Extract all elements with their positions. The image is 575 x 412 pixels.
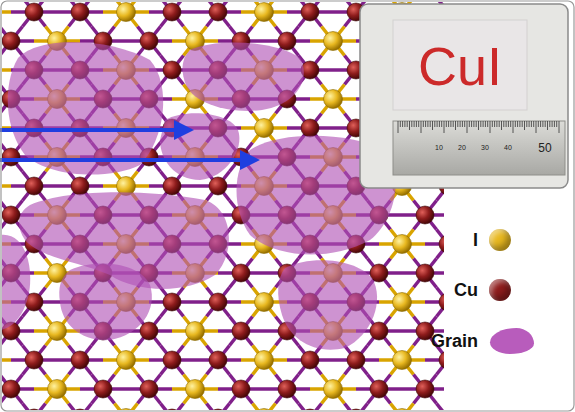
legend-text: Cu: [454, 280, 478, 301]
ruler-number: 10: [435, 144, 443, 151]
legend-text: Grain: [431, 331, 478, 352]
legend-swatch: [490, 328, 534, 354]
ruler-number: 50: [538, 142, 551, 154]
legend-swatch: [489, 229, 511, 251]
ruler-number: 30: [481, 144, 489, 151]
sample-label: CuI: [418, 39, 502, 93]
flow-arrows: [0, 130, 254, 160]
ruler-number: 40: [504, 144, 512, 151]
grain-blobs: [2, 42, 396, 350]
ruler-number: 20: [458, 144, 466, 151]
legend-swatch: [489, 279, 511, 301]
legend-text: I: [473, 230, 478, 251]
